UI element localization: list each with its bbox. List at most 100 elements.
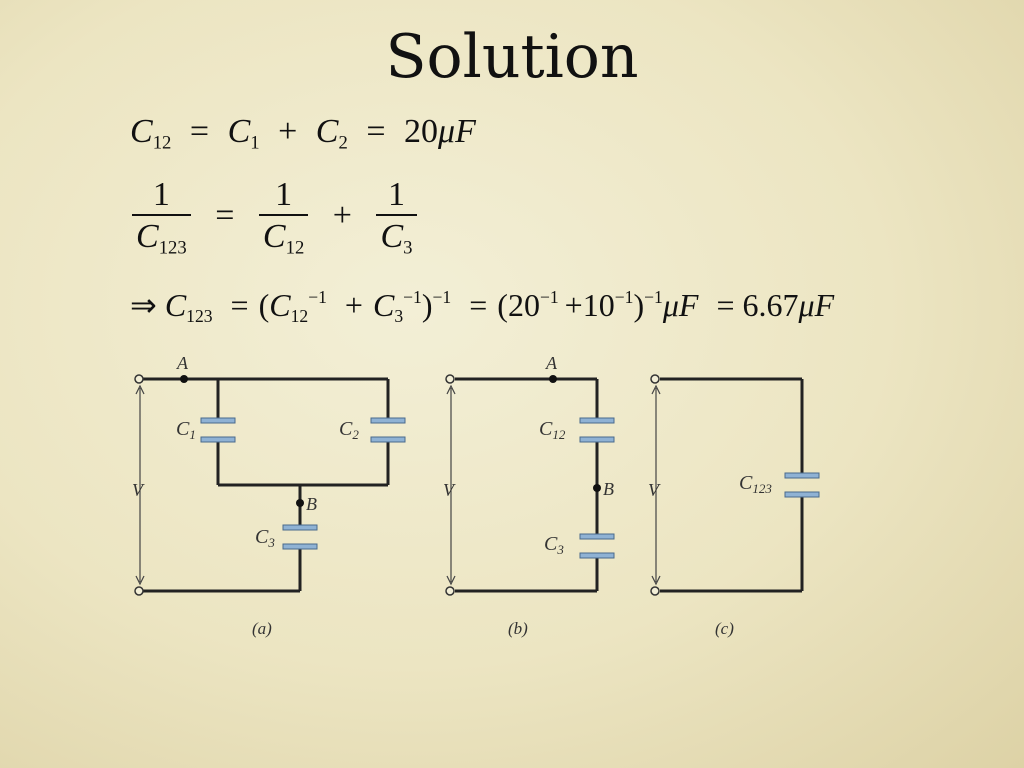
eq3-c12: C xyxy=(269,287,291,323)
eq3-close-paren: ) xyxy=(421,287,433,323)
terminal xyxy=(650,374,660,384)
frac-den-base: C xyxy=(262,218,286,255)
frac-den-sub: 3 xyxy=(403,237,413,259)
circuit-c xyxy=(660,377,804,593)
arrow-head xyxy=(446,384,456,395)
label-c12: C12 xyxy=(539,418,566,442)
label-node-a: A xyxy=(545,353,558,373)
label-c123-base: C xyxy=(739,472,753,494)
eq3-n2-sup: −1 xyxy=(614,286,634,307)
eq3-c3: C xyxy=(372,287,395,323)
eq1-c12-sub: 12 xyxy=(152,132,172,154)
eq3-result: = 6.67 xyxy=(716,287,799,323)
capacitor-c3-plate xyxy=(579,552,615,559)
arrow-head xyxy=(135,575,145,586)
terminal xyxy=(445,374,455,384)
capacitor-c3-plate xyxy=(579,533,615,540)
eq3-unit: F xyxy=(678,287,699,323)
node-b-dot xyxy=(296,499,304,507)
capacitor-c12-plate xyxy=(579,436,615,443)
eq3-equals-2: = xyxy=(469,287,488,323)
eq1-value: 20 xyxy=(404,113,438,150)
arrow-head xyxy=(651,384,661,395)
eq3-result-unit: F xyxy=(814,287,835,323)
capacitor-c3-plate xyxy=(282,543,318,550)
equation-reciprocal: 1 C123 = 1 C12 + 1 C3 xyxy=(126,176,423,260)
eq1-mu: μ xyxy=(438,113,456,150)
eq3-c12-sup: −1 xyxy=(308,286,327,307)
label-c12-sub: 12 xyxy=(552,427,566,442)
eq3-c3-sub: 3 xyxy=(394,306,404,327)
capacitor-c2-plate xyxy=(370,436,406,443)
arrow-head xyxy=(135,384,145,395)
label-c3: C3 xyxy=(544,533,564,557)
eq1-c2: C xyxy=(315,113,339,150)
label-c12-base: C xyxy=(539,418,553,440)
eq3-numeric-plus: +10 xyxy=(564,287,615,323)
label-c2: C2 xyxy=(339,418,359,442)
capacitor-c1-plate xyxy=(200,417,236,424)
eq1-equals: = xyxy=(189,113,210,150)
label-c3-sub: 3 xyxy=(267,535,275,550)
arrow-head xyxy=(651,575,661,586)
eq3-n1-sup: −1 xyxy=(539,286,559,307)
label-node-a: A xyxy=(176,353,189,373)
circuit-a xyxy=(140,377,390,593)
capacitor-c3-plate xyxy=(282,524,318,531)
eq3-mu: μ xyxy=(662,287,679,323)
terminal xyxy=(134,374,144,384)
eq3-numeric-open: (20 xyxy=(497,287,540,323)
fraction-1-over-c3: 1 C3 xyxy=(376,176,417,260)
fraction-1-over-c123: 1 C123 xyxy=(132,176,191,260)
label-c3-base: C xyxy=(255,526,269,548)
slide-title: Solution xyxy=(385,22,639,92)
frac-numerator: 1 xyxy=(275,176,293,213)
caption-b: (b) xyxy=(508,619,528,638)
eq3-numeric-close: ) xyxy=(633,287,645,323)
label-c3-base: C xyxy=(544,533,558,555)
terminal xyxy=(445,586,455,596)
frac-den-base: C xyxy=(380,218,404,255)
label-node-b: B xyxy=(603,479,614,499)
terminal xyxy=(650,586,660,596)
frac-numerator: 1 xyxy=(387,176,405,213)
eq1-equals-2: = xyxy=(366,113,386,150)
equation-c12: C12 = C1 + C2 = 20μF xyxy=(130,113,476,155)
capacitor-c12-plate xyxy=(579,417,615,424)
eq1-c12: C xyxy=(130,113,153,150)
terminal xyxy=(134,586,144,596)
arrow-head xyxy=(446,575,456,586)
label-c123-sub: 123 xyxy=(752,481,772,496)
label-c1-base: C xyxy=(176,418,190,440)
capacitor-c123-plate xyxy=(784,491,820,498)
eq1-c2-sub: 2 xyxy=(338,132,348,154)
eq1-c1-sub: 1 xyxy=(250,132,260,154)
implies-symbol: ⇒ xyxy=(130,287,157,323)
eq1-unit: F xyxy=(455,113,476,150)
label-c1: C1 xyxy=(176,418,196,442)
eq3-c3-sup: −1 xyxy=(403,286,422,307)
label-c2-sub: 2 xyxy=(352,427,359,442)
caption-c: (c) xyxy=(715,619,734,638)
eq2-equals: = xyxy=(215,196,235,234)
eq3-open-paren: ( xyxy=(258,287,270,323)
label-c1-sub: 1 xyxy=(189,427,196,442)
caption-a: (a) xyxy=(252,619,272,638)
fraction-1-over-c12: 1 C12 xyxy=(258,176,309,260)
label-c3: C3 xyxy=(255,526,275,550)
eq3-numeric-outer-sup: −1 xyxy=(644,286,663,307)
eq2-plus: + xyxy=(332,196,352,234)
label-voltage: V xyxy=(443,480,456,500)
eq3-lhs: C xyxy=(164,287,187,323)
eq3-equals: = xyxy=(230,287,249,323)
node-a-dot xyxy=(549,375,557,383)
eq3-c12-sub: 12 xyxy=(290,306,309,327)
label-node-b: B xyxy=(306,494,317,514)
label-c3-sub: 3 xyxy=(556,542,564,557)
circuit-b xyxy=(455,377,599,593)
frac-denominator: C12 xyxy=(258,214,309,260)
node-a-dot xyxy=(180,375,188,383)
eq3-lhs-sub: 123 xyxy=(186,306,213,327)
label-voltage: V xyxy=(132,480,145,500)
